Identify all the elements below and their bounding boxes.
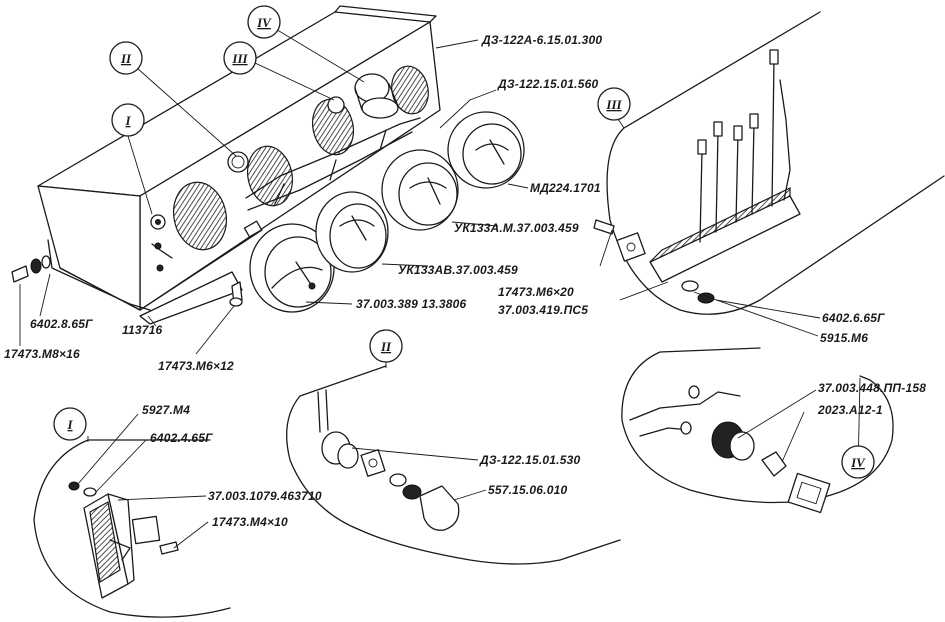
gauge-uk133av — [315, 191, 389, 273]
svg-text:II: II — [380, 339, 392, 354]
label-bolt-m6x20: 17473.М6×20 — [498, 285, 574, 299]
label-panel-housing: ДЗ-122А-6.15.01.300 — [481, 33, 602, 47]
label-lamp-holder-II: ДЗ-122.15.01.530 — [479, 453, 580, 467]
label-bulb-IV: 2023.А12-1 — [817, 403, 883, 417]
label-part-113716: 113716 — [122, 323, 162, 337]
label-gauge-md: МД224.1701 — [530, 181, 601, 195]
svg-text:II: II — [120, 51, 132, 66]
label-washer-left: 6402.8.65Г — [30, 317, 93, 331]
label-nut-m6: 5915.М6 — [820, 331, 868, 345]
label-terminal-block: 37.003.419.ПС5 — [498, 303, 588, 317]
callout-I-main: I — [111, 103, 145, 137]
label-washer-6402-4: 6402.4.65Г — [150, 431, 213, 445]
panel-housing — [37, 5, 441, 325]
label-washer-6402-6: 6402.6.65Г — [822, 311, 885, 325]
label-bolt-m6x12: 17473.М6×12 — [158, 359, 234, 373]
svg-text:III: III — [605, 97, 622, 112]
label-lamp-cap-II: 557.15.06.010 — [488, 483, 567, 497]
detail-II-lamp-holder — [286, 365, 621, 565]
callout-I-detail: I — [53, 407, 87, 441]
label-lamp-socket-IV: 37.003.448.ПП-158 — [818, 381, 926, 395]
callout-III-main: III — [223, 41, 257, 75]
label-gauge-uk-m: УК133А.М.37.003.459 — [454, 221, 579, 235]
label-gauge-main: 37.003.389 13.3806 — [356, 297, 466, 311]
detail-I-switch — [33, 439, 231, 618]
label-bracket: ДЗ-122.15.01.560 — [497, 77, 598, 91]
detail-IV-lamp-socket — [621, 347, 894, 514]
wire-harness — [245, 117, 421, 211]
label-nut-m4: 5927.М4 — [142, 403, 190, 417]
svg-text:IV: IV — [850, 455, 866, 470]
gauge-main-37-003-389 — [243, 220, 335, 313]
label-switch-I: 37.003.1079.463710 — [208, 489, 322, 503]
callout-IV-main: IV — [247, 5, 281, 39]
callout-II-main: II — [109, 41, 143, 75]
gauge-uk133am — [381, 149, 459, 231]
svg-text:I: I — [124, 113, 131, 128]
svg-text:I: I — [66, 417, 73, 432]
svg-text:IV: IV — [256, 15, 272, 30]
leader-lines — [19, 21, 861, 549]
gauge-md224 — [447, 111, 525, 189]
label-gauge-uk-v: УК133АВ.37.003.459 — [398, 263, 518, 277]
svg-text:III: III — [231, 51, 248, 66]
label-bolt-left: 17473.М8×16 — [4, 347, 80, 361]
detail-III-terminal-block — [593, 11, 945, 315]
callout-III-detail: III — [597, 87, 631, 121]
callout-IV-detail: IV — [841, 445, 875, 479]
left-fasteners — [11, 255, 243, 307]
label-screw-m4x10: 17473.М4×10 — [212, 515, 288, 529]
callout-II-detail: II — [369, 329, 403, 363]
